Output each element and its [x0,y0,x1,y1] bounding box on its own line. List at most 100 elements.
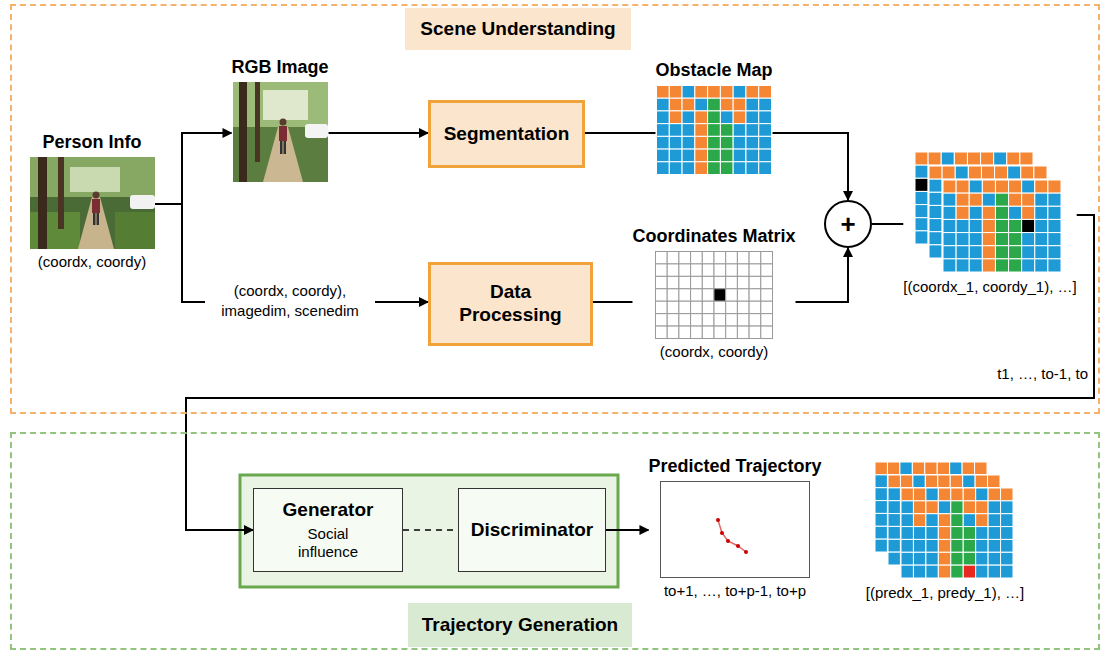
grid-cell [950,462,962,475]
figure-heading: RGB Image [231,57,328,78]
grid-cell [1008,232,1021,245]
grid-cell [726,276,738,288]
grid-cell [1022,219,1035,232]
grid-cell [679,252,691,264]
grid-cell [942,205,955,218]
grid-cell [963,501,975,514]
grid-cell [988,501,1000,514]
grid-cell [925,526,937,539]
grid-cell [969,206,982,219]
person-photo [30,157,155,249]
grid-cell [925,514,937,527]
grid-cell [746,111,759,124]
grid-cell [1009,206,1022,219]
grid-cell [955,179,968,192]
grid-cell [746,98,759,111]
grid-cell [759,124,772,137]
grid-cell [928,165,941,178]
grid-cell [1008,192,1021,205]
grid-cell [963,514,975,527]
grid-cell [679,264,691,276]
grid-cell [726,289,738,301]
discriminator-box: Discriminator [458,488,606,572]
grid-cell [900,488,912,501]
grid-cell [1008,219,1021,232]
grid-cell [669,124,682,137]
grid-cell [669,136,682,149]
grid-cell [943,246,956,259]
grid-cell [913,501,925,514]
illustration-part [38,157,47,249]
generator-box: GeneratorSocial influence [253,488,403,572]
grid-cell [1008,166,1021,179]
grid-cell [702,301,714,313]
grid-cell [988,501,1000,514]
grid-cell [714,326,726,338]
grid-cell [925,475,937,488]
grid-cell [1035,246,1048,259]
grid-cell [963,565,975,578]
connector [872,223,903,225]
grid-cell [1020,165,1033,178]
grid-cell [995,180,1008,193]
grid-cell [976,501,988,514]
grid-cell [938,514,950,527]
grid-cell [1021,192,1034,205]
grid-cell [656,314,668,326]
grid-cell [928,152,941,165]
grid-cell [968,232,981,245]
grid-cell [982,246,995,259]
grid-cell [925,539,937,552]
grid-cell [988,514,1000,527]
grid-cell [695,86,708,99]
illustration-part [263,90,308,120]
grid-cell [951,527,963,540]
grid-cell [942,219,955,232]
grid-cell [888,552,900,565]
grid-cell [679,289,691,301]
grid-cell [950,501,962,514]
stack-back [915,152,1033,244]
grid-cell [929,192,942,205]
illustration-part [130,195,155,209]
grid-cell [759,86,772,99]
grid-cell [1007,152,1020,165]
grid-cell [667,289,679,301]
grid-cell [928,191,941,204]
grid-cell [1021,219,1034,232]
grid-cell [968,205,981,218]
grid-cell [928,218,941,231]
grid-cell [915,191,928,204]
grid-cell [1034,166,1047,179]
grid-cell [913,501,925,514]
grid-cell [1048,206,1061,219]
grid-cell [976,514,988,527]
illustration-part [716,518,720,522]
illustration-part [660,482,809,578]
grid-cell [968,245,981,258]
grid-cell [875,462,887,475]
grid-cell [667,264,679,276]
grid-cell [737,314,749,326]
illustration-part [263,127,303,182]
grid-cell [1034,245,1047,258]
box-title: Generator [283,499,374,522]
grid-cell [937,475,949,488]
box-title: Data Processing [453,281,568,327]
grid-cell [1048,233,1061,246]
illustration-part [96,213,99,225]
grid-cell [1034,179,1047,192]
grid-cell [746,162,759,175]
grid-cell [691,264,703,276]
grid-cell [1009,246,1022,259]
grid-cell [975,462,987,475]
grid-cell [951,539,963,552]
grid-cell [956,219,969,232]
grid-cell [900,526,912,539]
grid-cell [929,205,942,218]
grid-cell [695,98,708,111]
grid-cell [926,565,938,578]
grid-cell [981,166,994,179]
grid-cell [669,111,682,124]
region-title: Trajectory Generation [422,614,618,636]
